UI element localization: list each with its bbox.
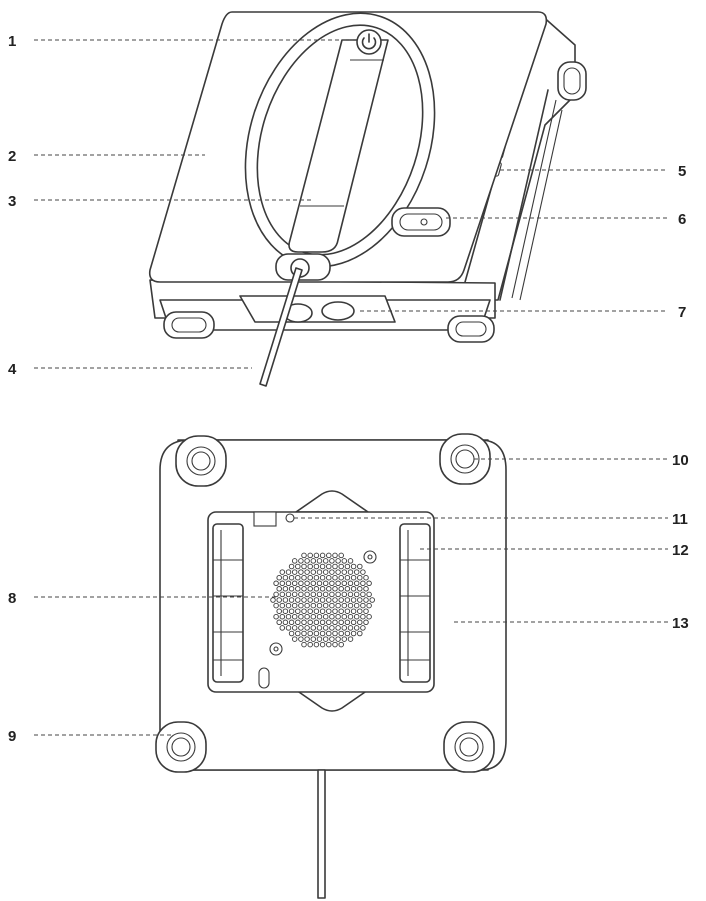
callout-9: 9 [8, 728, 16, 745]
wheel-top-left [175, 435, 227, 487]
callout-11: 11 [672, 511, 688, 528]
track-right [399, 523, 431, 683]
handle-bar [288, 39, 389, 253]
top-view-device [148, 11, 587, 387]
callout-6: 6 [678, 211, 686, 228]
callout-10: 10 [672, 452, 689, 469]
bottom-right-wheel-top [447, 315, 495, 343]
safety-rope-bottom [317, 769, 326, 899]
sensor-hole [285, 513, 295, 523]
callout-4: 4 [8, 361, 17, 378]
bottom-port [239, 295, 396, 323]
track-left [212, 523, 244, 683]
safety-rope-top [259, 267, 303, 387]
top-right-wheel [557, 61, 587, 101]
callout-1: 1 [8, 33, 16, 50]
bottom-view-device [155, 433, 507, 899]
callout-2: 2 [8, 148, 16, 165]
wheel-bottom-left [155, 721, 207, 773]
callout-12: 12 [672, 542, 689, 559]
callout-labels: 1 2 3 4 5 6 7 8 9 10 11 12 13 [8, 33, 689, 745]
top-bump [295, 490, 369, 513]
callout-13: 13 [672, 615, 689, 632]
power-icon [361, 37, 377, 50]
mode-button[interactable] [391, 207, 451, 237]
callout-leaders [34, 39, 668, 736]
screw-bottom-left [269, 642, 283, 656]
wheel-top-right [439, 433, 491, 485]
callout-5: 5 [678, 163, 686, 180]
power-button[interactable] [356, 29, 382, 55]
screw-top-right [363, 550, 377, 564]
vent-grille [270, 552, 375, 648]
callout-7: 7 [678, 304, 686, 321]
bottom-bump [295, 689, 369, 712]
callout-3: 3 [8, 193, 16, 210]
slot [258, 667, 270, 689]
callout-8: 8 [8, 590, 16, 607]
wheel-bottom-right [443, 721, 495, 773]
cable-exit [275, 253, 331, 281]
bottom-left-wheel-top [163, 311, 215, 339]
sensor-window [253, 511, 277, 527]
